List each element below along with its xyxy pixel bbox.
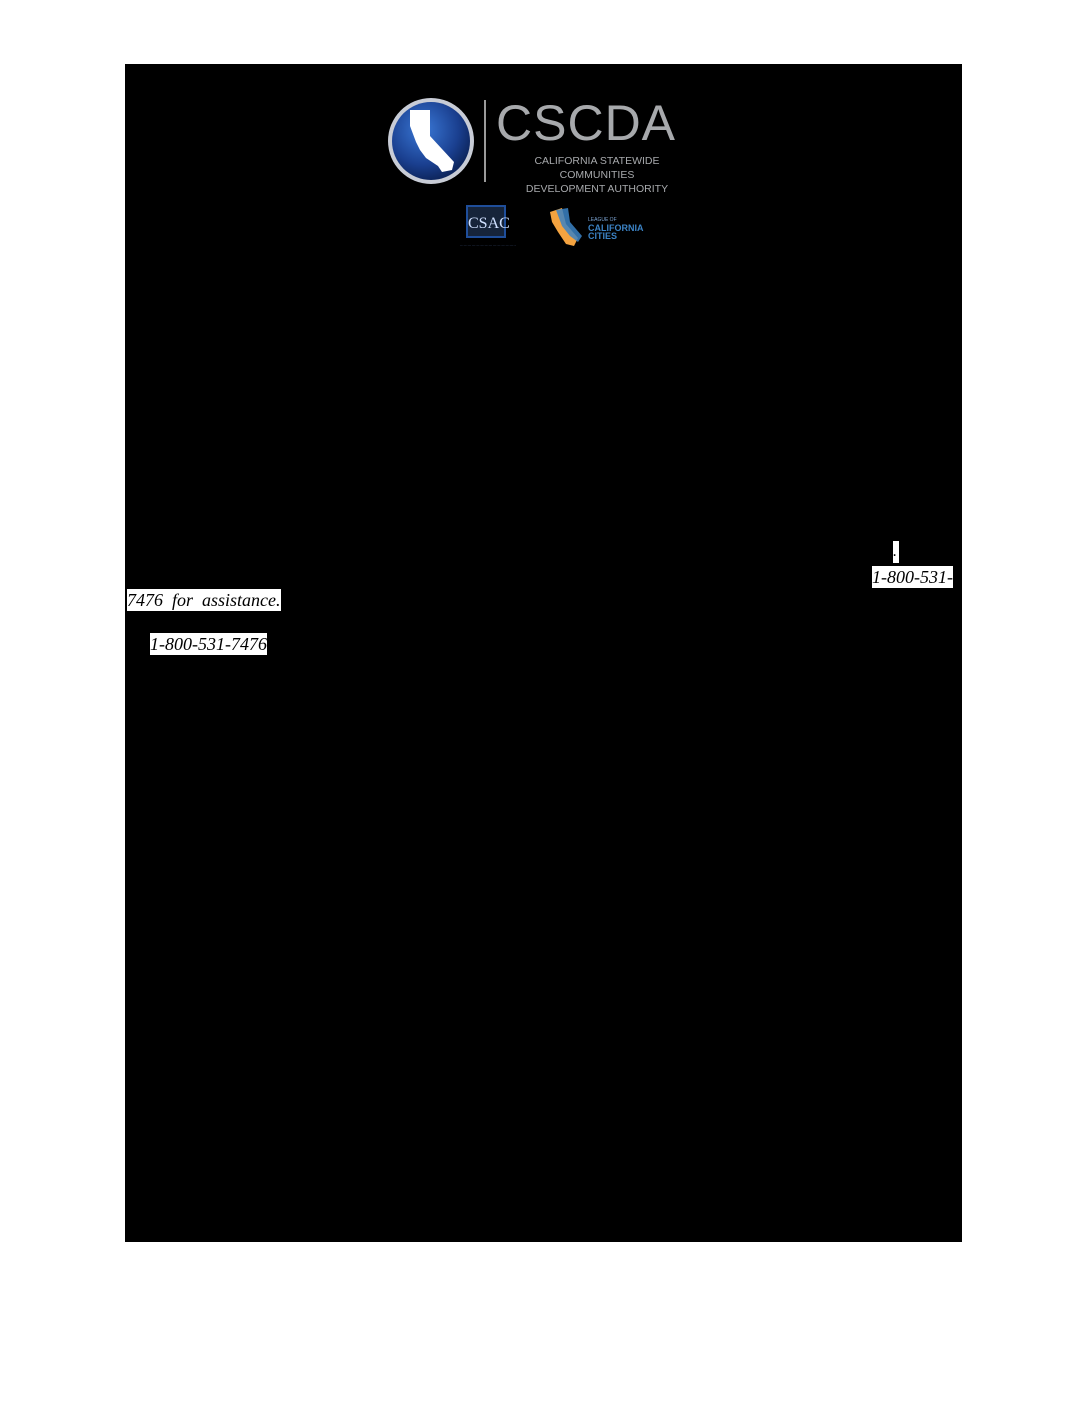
text-fragment: . [893, 541, 899, 563]
phone-number: 1-800-531-7476 [150, 633, 267, 655]
logo-divider [484, 100, 486, 182]
phone-number-partial: 1-800-531- [872, 566, 953, 588]
brand-subtitle: CALIFORNIA STATEWIDE COMMUNITIES DEVELOP… [496, 154, 698, 196]
csac-logo-caption: ........................................… [459, 242, 517, 247]
brand-subtitle-line-2: DEVELOPMENT AUTHORITY [525, 183, 669, 195]
league-line-3: CITIES [588, 231, 618, 241]
assistance-text: 7476 for assistance. [127, 589, 281, 611]
league-of-cities-wordmark: LEAGUE OF CALIFORNIA CITIES [588, 216, 644, 241]
california-map-icon [550, 208, 582, 246]
brand-subtitle-line-1: CALIFORNIA STATEWIDE COMMUNITIES [534, 155, 660, 181]
csac-logo: CSAC ...................................… [440, 202, 536, 248]
league-of-cities-logo: LEAGUE OF CALIFORNIA CITIES [544, 202, 648, 252]
csac-logo-mark: CSAC [466, 205, 510, 238]
brand-name: CSCDA [496, 95, 677, 151]
cscda-logo: CSCDA CALIFORNIA STATEWIDE COMMUNITIES D… [386, 95, 698, 195]
league-line-2: CALIFORNIA [588, 223, 644, 233]
partner-logos: CSAC ...................................… [440, 202, 650, 252]
california-seal-icon [388, 98, 474, 184]
league-line-1: LEAGUE OF [588, 217, 617, 223]
